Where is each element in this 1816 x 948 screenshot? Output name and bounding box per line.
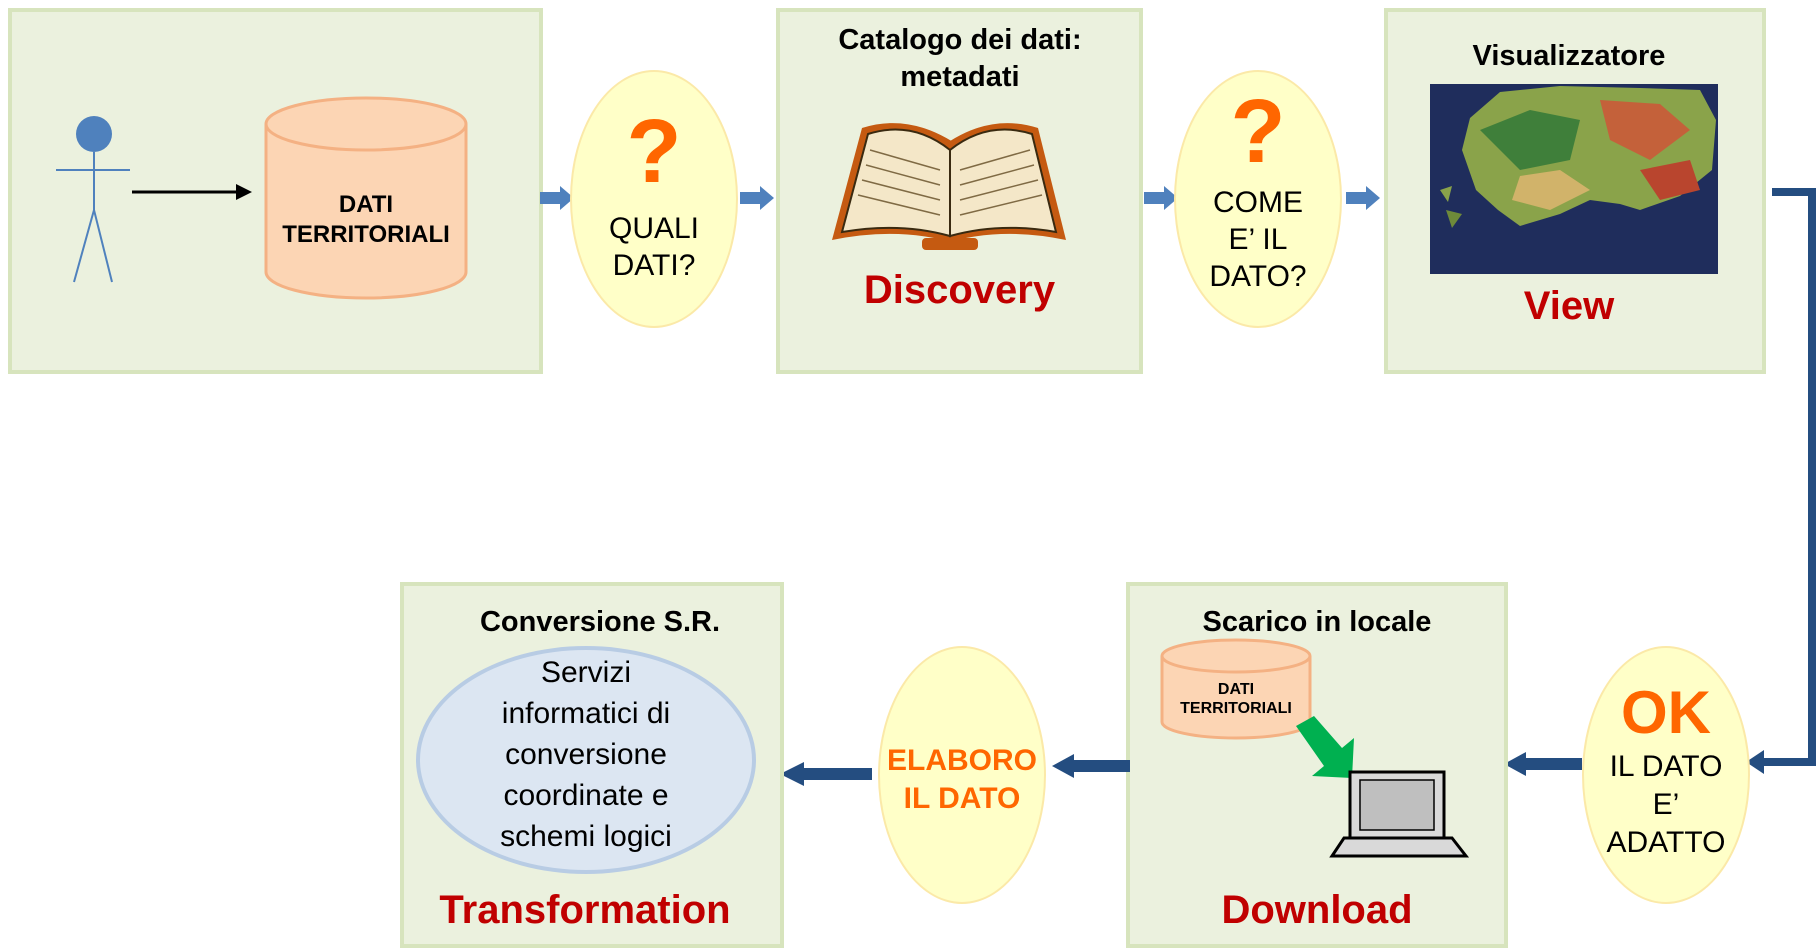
question-how-data-text: COME E’ IL DATO? xyxy=(1209,186,1307,293)
view-title: Visualizzatore xyxy=(1472,40,1666,72)
question-mark-2: ? xyxy=(1230,82,1286,182)
download-title: Scarico in locale xyxy=(1202,606,1432,638)
conversion-services-ellipse xyxy=(416,646,756,874)
small-database-label: DATI TERRITORIALI xyxy=(1180,681,1292,717)
discovery-title: Catalogo dei dati: metadati xyxy=(838,24,1082,93)
process-data-text: ELABORO IL DATO xyxy=(887,744,1037,815)
database-label: DATI TERRITORIALI xyxy=(282,191,450,248)
question-how-data-ellipse xyxy=(1174,70,1342,328)
transformation-label: Transformation xyxy=(439,888,731,932)
view-label: View xyxy=(1523,284,1615,328)
download-label: Download xyxy=(1221,888,1413,932)
ok-ellipse xyxy=(1582,646,1750,904)
ok-text: IL DATO E’ ADATTO xyxy=(1606,750,1726,859)
question-which-data-ellipse xyxy=(570,70,738,328)
ok-mark: OK xyxy=(1621,679,1711,746)
conversion-services-text: Servizi informatici di conversione coord… xyxy=(500,656,672,853)
question-mark-1: ? xyxy=(626,102,682,202)
discovery-label: Discovery xyxy=(863,268,1056,312)
question-which-data-text: QUALI DATI? xyxy=(608,212,700,282)
process-data-ellipse xyxy=(878,646,1046,904)
transformation-title: Conversione S.R. xyxy=(479,606,721,638)
